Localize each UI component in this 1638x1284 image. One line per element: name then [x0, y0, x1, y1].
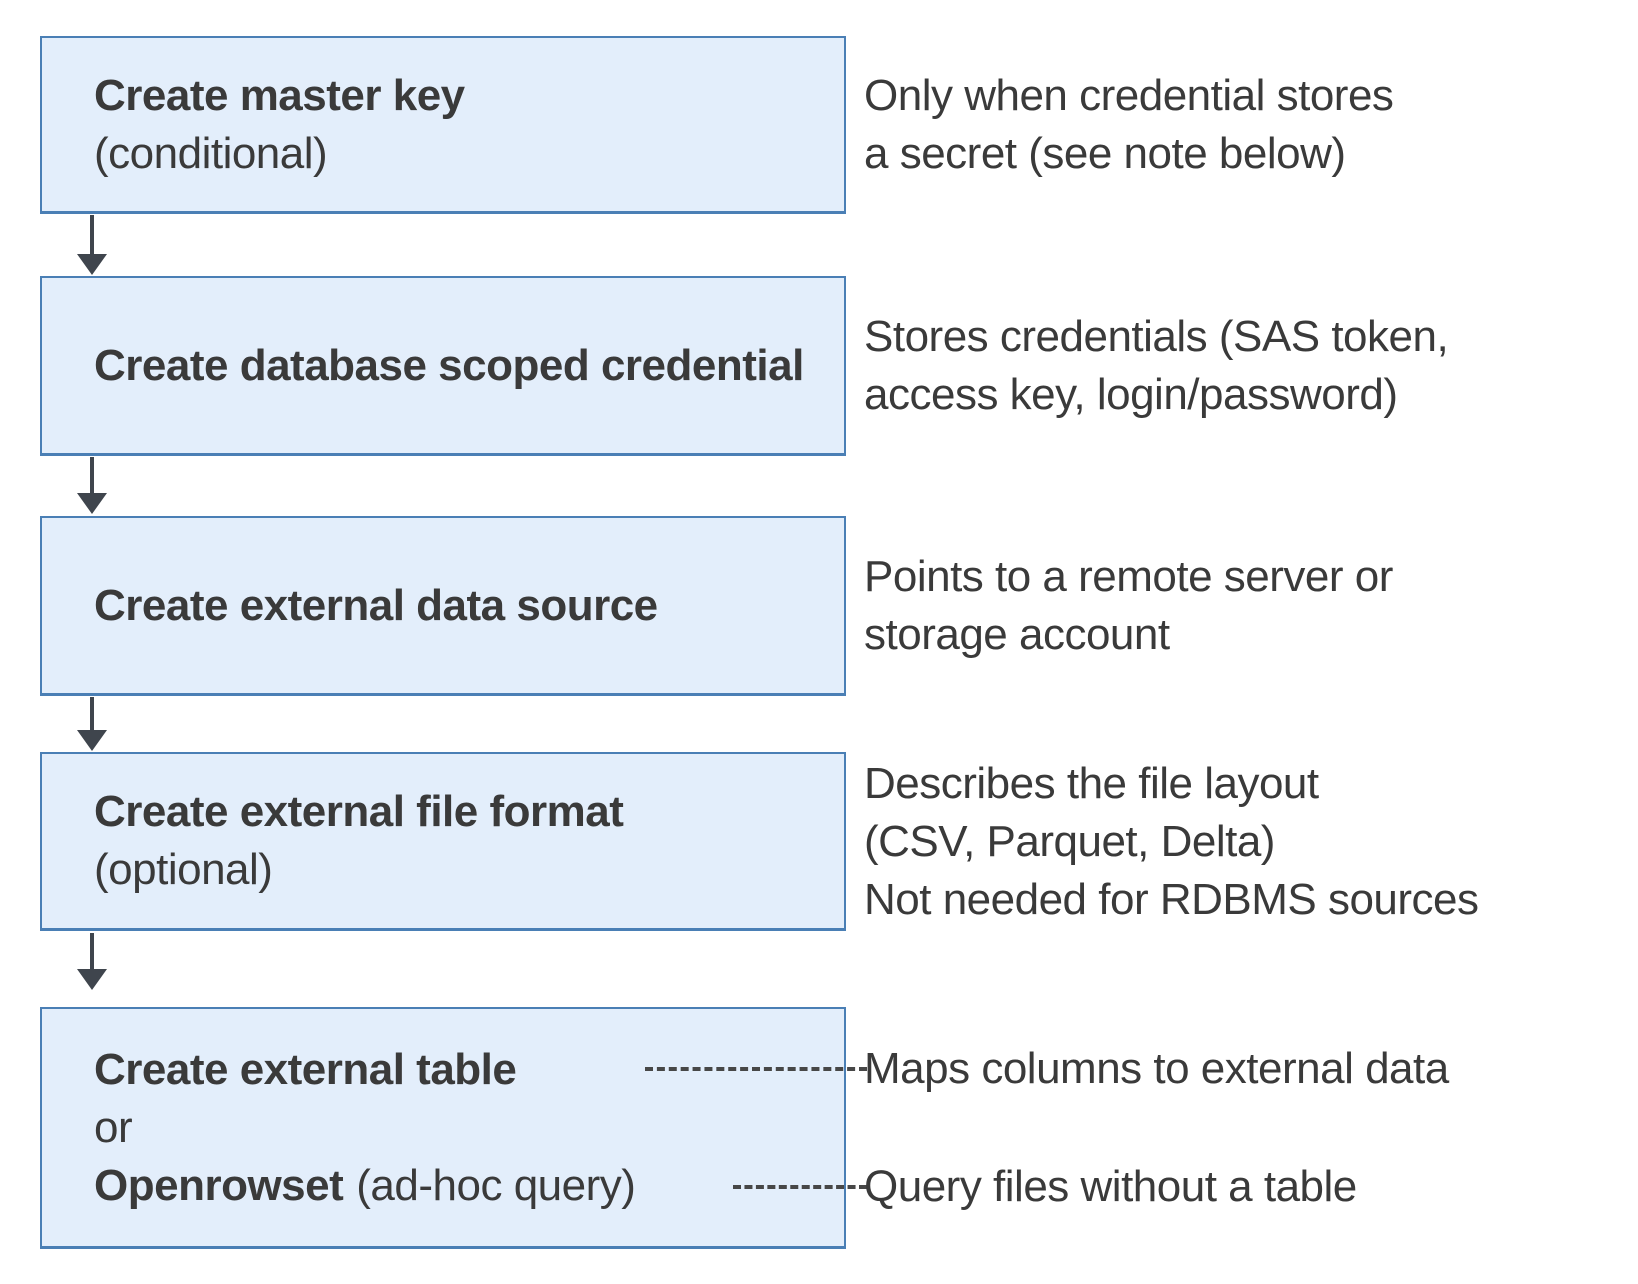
step-title-create-external-table: Create external table — [94, 1044, 517, 1094]
arrow-head — [77, 493, 107, 514]
step-box-create-external-table-or-openrowset: Create external table or Openrowset(ad-h… — [40, 1007, 846, 1249]
annotation-line: Only when credential stores — [864, 71, 1394, 120]
down-arrow-icon — [72, 933, 112, 990]
step-title-create-master-key: Create master key — [94, 70, 465, 120]
arrow-stem — [90, 215, 94, 254]
annotation-line: Points to a remote server or — [864, 552, 1393, 601]
annotation-credential: Stores credentials (SAS token, access ke… — [864, 276, 1634, 456]
step-title-create-external-data-source: Create external data source — [94, 580, 658, 630]
arrow-stem — [90, 933, 94, 969]
step-box-create-external-file-format: Create external file format (optional) — [40, 752, 846, 931]
annotation-file-format: Describes the file layout (CSV, Parquet,… — [864, 748, 1634, 935]
annotation-line: access key, login/password) — [864, 370, 1398, 419]
step-suffix-ad-hoc-query: (ad-hoc query) — [356, 1160, 636, 1210]
step-title-create-database-scoped-credential: Create database scoped credential — [94, 340, 804, 390]
annotation-line: a secret (see note below) — [864, 129, 1346, 178]
arrow-stem — [90, 697, 94, 730]
annotation-line: Describes the file layout — [864, 758, 1319, 808]
arrow-head — [77, 254, 107, 275]
annotation-line: Query files without a table — [864, 1162, 1357, 1211]
down-arrow-icon — [72, 697, 112, 751]
step-title-create-external-file-format: Create external file format — [94, 787, 624, 836]
step-or-label: or — [94, 1102, 133, 1152]
step-subtitle-conditional: (conditional) — [94, 128, 328, 178]
annotation-external-table: Maps columns to external data — [864, 1040, 1634, 1098]
step-title-openrowset-line: Openrowset(ad-hoc query) — [94, 1157, 808, 1215]
annotation-line: storage account — [864, 610, 1170, 659]
down-arrow-icon — [72, 215, 112, 275]
annotation-openrowset: Query files without a table — [864, 1158, 1634, 1216]
arrow-stem — [90, 457, 94, 493]
down-arrow-icon — [72, 457, 112, 514]
annotation-line: (CSV, Parquet, Delta) — [864, 816, 1275, 866]
dashed-connector-external-table — [645, 1067, 867, 1071]
step-title-openrowset: Openrowset — [94, 1160, 344, 1210]
annotation-line: Maps columns to external data — [864, 1044, 1449, 1093]
arrow-head — [77, 969, 107, 990]
step-subtitle-optional: (optional) — [94, 845, 273, 894]
annotation-master-key: Only when credential stores a secret (se… — [864, 36, 1634, 214]
arrow-head — [77, 730, 107, 751]
step-box-create-master-key: Create master key (conditional) — [40, 36, 846, 214]
dashed-connector-openrowset — [733, 1185, 867, 1189]
step-box-create-database-scoped-credential: Create database scoped credential — [40, 276, 846, 456]
annotation-data-source: Points to a remote server or storage acc… — [864, 516, 1634, 696]
annotation-line: Stores credentials (SAS token, — [864, 312, 1449, 361]
step-box-create-external-data-source: Create external data source — [40, 516, 846, 696]
annotation-line: Not needed for RDBMS sources — [864, 874, 1479, 924]
